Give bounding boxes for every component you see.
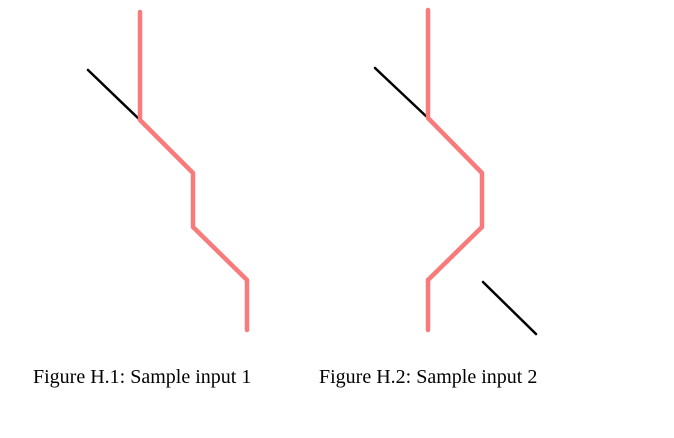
- figure-1-caption: Figure H.1: Sample input 1: [33, 366, 252, 388]
- figure-1-black-path: [86, 68, 249, 282]
- figure-1-red-path: [137, 9, 250, 333]
- figure-2-drawing: [373, 7, 538, 336]
- figure-2-black-segment: [481, 280, 538, 336]
- figure-2-red-path: [425, 7, 485, 333]
- figure-1-drawing: [86, 9, 250, 333]
- figure-2-caption: Figure H.2: Sample input 2: [319, 366, 538, 388]
